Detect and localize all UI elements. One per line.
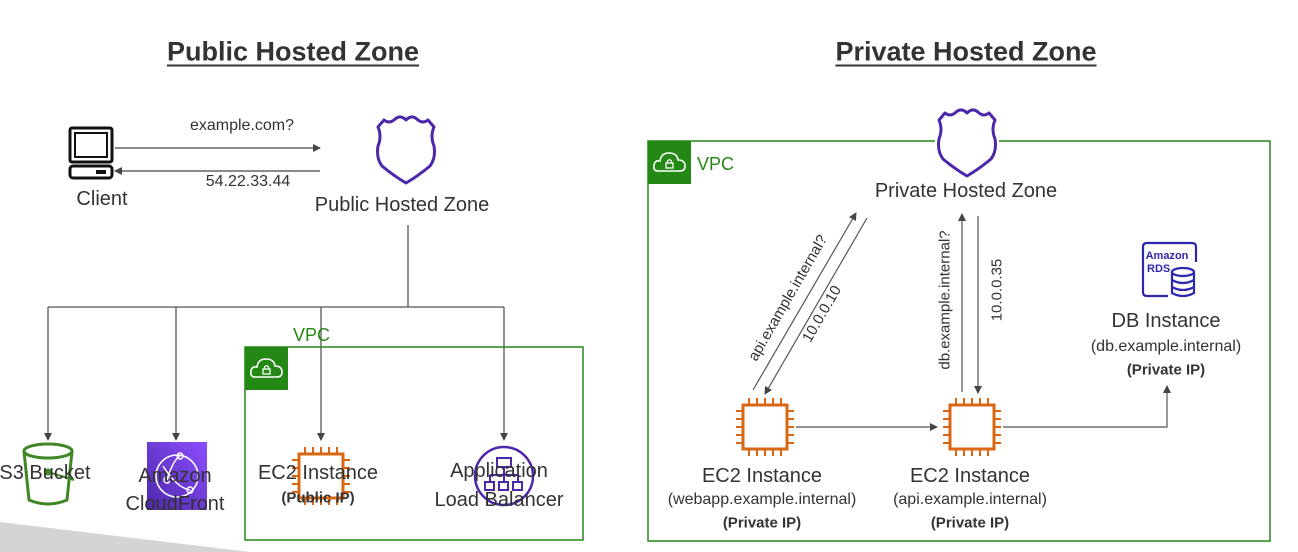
webapp-ec2-label: EC2 Instance — [701, 465, 823, 487]
vpc-icon — [244, 346, 289, 391]
query-label: example.com? — [189, 117, 295, 134]
decorative-wedge — [0, 522, 250, 552]
private-vpc-label: VPC — [697, 154, 735, 174]
answer-label: 54.22.33.44 — [205, 173, 291, 190]
amazon-rds-icon: Amazon RDS — [1141, 241, 1198, 298]
api-ec2-host: (api.example.internal) — [893, 491, 1047, 508]
client-icon — [68, 126, 114, 180]
cloudfront-label-line2: CloudFront — [125, 493, 225, 515]
ec2-public-ip-note: (Public IP) — [281, 489, 355, 507]
db-query-label: db.example.internal? — [936, 230, 954, 370]
public-vpc-box — [244, 346, 584, 541]
db-instance-label: DB Instance — [1111, 310, 1221, 332]
private-zone-title: Private Hosted Zone — [835, 36, 1097, 67]
s3-bucket-label: S3 Bucket — [0, 462, 91, 484]
public-vpc-label: VPC — [293, 325, 331, 345]
db-instance-ip-note: (Private IP) — [1126, 361, 1206, 379]
s3-bucket-icon — [22, 442, 75, 506]
load-balancer-icon — [473, 445, 535, 507]
private-flow-arrows — [752, 212, 1171, 431]
vpc-icon — [647, 140, 692, 185]
route53-public-zone-icon — [376, 115, 436, 185]
api-ec2-ip-note: (Private IP) — [930, 514, 1010, 532]
cloudfront-icon — [147, 442, 207, 510]
rds-icon-text-amazon: Amazon — [1146, 250, 1189, 262]
rds-icon-text-rds: RDS — [1147, 263, 1170, 275]
cloudfront-label-line1: Amazon — [138, 465, 212, 487]
alb-label-line2: Load Balancer — [434, 489, 564, 511]
public-zone-label: Public Hosted Zone — [314, 194, 490, 216]
ec2-public-label: EC2 Instance — [257, 462, 379, 484]
api-ec2-chip-icon — [941, 396, 1003, 458]
db-instance-host: (db.example.internal) — [1090, 338, 1242, 355]
private-zone-label: Private Hosted Zone — [874, 180, 1058, 202]
webapp-ec2-ip-note: (Private IP) — [722, 514, 802, 532]
client-label: Client — [76, 188, 128, 210]
alb-label-line1: Application — [450, 460, 548, 482]
api-ec2-label: EC2 Instance — [909, 465, 1031, 487]
webapp-ec2-chip-icon — [734, 396, 796, 458]
routing-lines — [44, 225, 508, 441]
webapp-ec2-host: (webapp.example.internal) — [667, 491, 857, 508]
db-answer-label: 10.0.0.35 — [988, 258, 1006, 322]
public-zone-title: Public Hosted Zone — [166, 36, 420, 67]
